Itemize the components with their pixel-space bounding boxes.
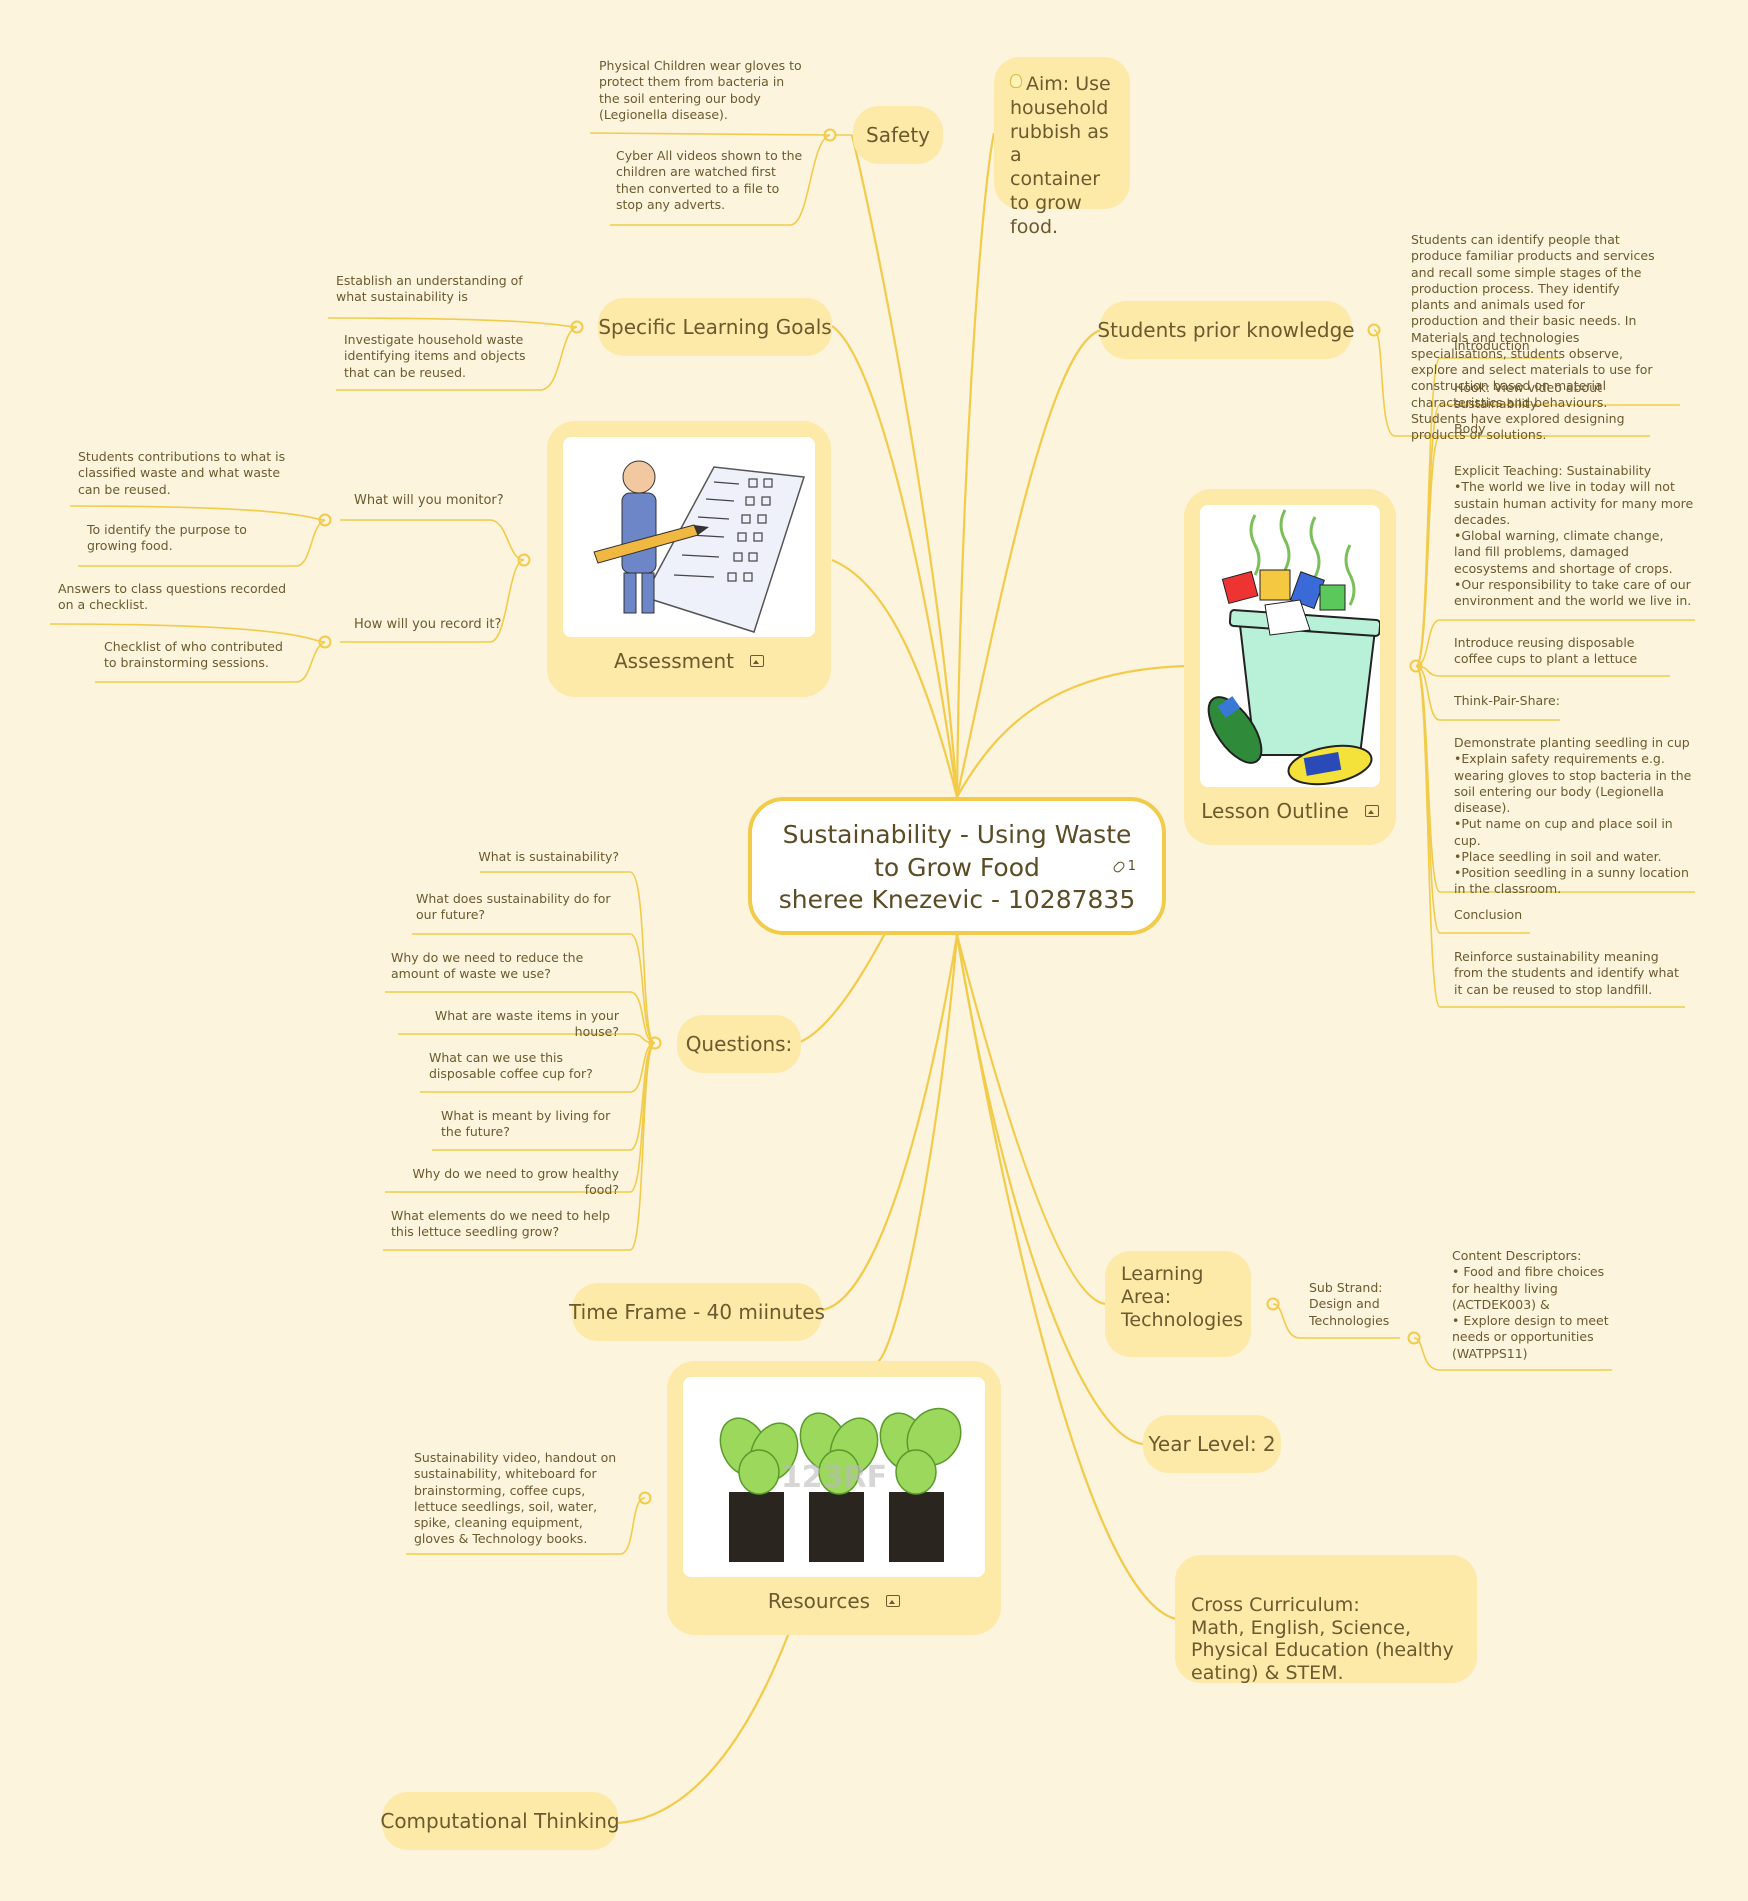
question-leaf-5[interactable]: What can we use this disposable coffee c… xyxy=(429,1050,629,1083)
topic-assessment[interactable]: Assessment xyxy=(547,421,831,697)
image-icon[interactable] xyxy=(886,1595,900,1607)
resources-list-leaf[interactable]: Sustainability video, handout on sustain… xyxy=(414,1450,619,1548)
topic-goals-label: Specific Learning Goals xyxy=(598,315,831,339)
monitor-contributions-leaf[interactable]: Students contributions to what is classi… xyxy=(78,449,298,498)
topic-specific-learning-goals[interactable]: Specific Learning Goals xyxy=(598,298,832,356)
question-leaf-1[interactable]: What is sustainability? xyxy=(420,849,619,865)
topic-cross-curriculum[interactable]: Cross Curriculum: Math, English, Science… xyxy=(1175,1555,1477,1683)
topic-aim[interactable]: Aim: Use household rubbish as a containe… xyxy=(994,57,1130,209)
link-badge[interactable]: 1 xyxy=(1113,859,1136,876)
question-leaf-3[interactable]: Why do we need to reduce the amount of w… xyxy=(391,950,631,983)
lesson-reinforce-leaf[interactable]: Reinforce sustainability meaning from th… xyxy=(1454,949,1682,998)
lesson-body-leaf[interactable]: Body xyxy=(1454,421,1534,437)
topic-safety-label: Safety xyxy=(866,123,930,147)
image-icon[interactable] xyxy=(1365,805,1379,817)
safety-physical-leaf[interactable]: Physical Children wear gloves to protect… xyxy=(599,58,804,123)
topic-prior-label: Students prior knowledge xyxy=(1097,318,1354,342)
resources-image: 123RF xyxy=(683,1377,985,1577)
learning-area-substrand[interactable]: Sub Strand: Design and Technologies xyxy=(1309,1280,1404,1329)
lesson-introduce-cups-leaf[interactable]: Introduce reusing disposable coffee cups… xyxy=(1454,635,1669,668)
link-count: 1 xyxy=(1128,859,1136,876)
lesson-hook-leaf[interactable]: Hook: View video about sustainability xyxy=(1454,380,1684,413)
lesson-outline-image xyxy=(1200,505,1380,787)
monitor-purpose-leaf[interactable]: To identify the purpose to growing food. xyxy=(87,522,297,555)
checklist-illustration xyxy=(563,437,815,637)
topic-computational-thinking[interactable]: Computational Thinking xyxy=(382,1792,618,1850)
content-descriptors-leaf[interactable]: Content Descriptors: • Food and fibre ch… xyxy=(1452,1248,1617,1362)
question-leaf-4[interactable]: What are waste items in your house? xyxy=(390,1008,619,1041)
topic-students-prior-knowledge[interactable]: Students prior knowledge xyxy=(1100,301,1352,359)
safety-cyber-leaf[interactable]: Cyber All videos shown to the children a… xyxy=(616,148,806,213)
topic-computational-label: Computational Thinking xyxy=(380,1809,619,1833)
question-leaf-2[interactable]: What does sustainability do for our futu… xyxy=(416,891,626,924)
rubbish-bin-illustration xyxy=(1200,505,1380,787)
topic-questions[interactable]: Questions: xyxy=(677,1015,801,1073)
lettuce-seedlings-illustration: 123RF xyxy=(683,1377,985,1577)
central-title-line-2: to Grow Food xyxy=(752,852,1162,885)
topic-year-level[interactable]: Year Level: 2 xyxy=(1143,1415,1281,1473)
central-topic[interactable]: Sustainability - Using Waste to Grow Foo… xyxy=(748,797,1166,935)
record-checklist-leaf[interactable]: Checklist of who contributed to brainsto… xyxy=(104,639,299,672)
topic-timeframe-label: Time Frame - 40 miinutes xyxy=(569,1300,825,1324)
goal-understanding-leaf[interactable]: Establish an understanding of what susta… xyxy=(336,273,556,306)
assessment-record-subtopic[interactable]: How will you record it? xyxy=(354,617,514,634)
topic-time-frame[interactable]: Time Frame - 40 miinutes xyxy=(572,1283,822,1341)
question-leaf-8[interactable]: What elements do we need to help this le… xyxy=(391,1208,631,1241)
lesson-conclusion-leaf[interactable]: Conclusion xyxy=(1454,907,1544,923)
topic-assessment-label: Assessment xyxy=(614,649,734,673)
lesson-introduction-leaf[interactable]: Introduction xyxy=(1454,338,1564,354)
goal-investigate-leaf[interactable]: Investigate household waste identifying … xyxy=(344,332,549,381)
watermark-text: 123RF xyxy=(781,1460,887,1495)
lesson-think-pair-share-leaf[interactable]: Think-Pair-Share: xyxy=(1454,693,1574,709)
central-author: sheree Knezevic - 10287835 xyxy=(752,884,1162,917)
topic-learning-area[interactable]: Learning Area: Technologies xyxy=(1105,1251,1251,1357)
assessment-monitor-subtopic[interactable]: What will you monitor? xyxy=(354,493,504,510)
question-leaf-6[interactable]: What is meant by living for the future? xyxy=(441,1108,626,1141)
topic-lesson-outline[interactable]: Lesson Outline xyxy=(1184,489,1396,845)
bulb-icon xyxy=(1010,74,1022,88)
central-title-line-1: Sustainability - Using Waste xyxy=(752,819,1162,852)
lesson-explicit-teaching-leaf[interactable]: Explicit Teaching: Sustainability •The w… xyxy=(1454,463,1694,609)
topic-resources[interactable]: 123RF Resources xyxy=(667,1361,1001,1635)
topic-cross-label: Cross Curriculum: Math, English, Science… xyxy=(1191,1594,1454,1684)
link-icon xyxy=(1112,860,1126,874)
topic-resources-label: Resources xyxy=(768,1589,870,1613)
topic-safety[interactable]: Safety xyxy=(853,106,943,164)
topic-lesson-label: Lesson Outline xyxy=(1201,799,1349,823)
assessment-image xyxy=(563,437,815,637)
image-icon[interactable] xyxy=(750,655,764,667)
question-leaf-7[interactable]: Why do we need to grow healthy food? xyxy=(380,1166,619,1199)
topic-questions-label: Questions: xyxy=(686,1032,793,1056)
topic-learning-area-label: Learning Area: Technologies xyxy=(1121,1263,1243,1331)
topic-year-label: Year Level: 2 xyxy=(1148,1432,1275,1456)
record-answers-leaf[interactable]: Answers to class questions recorded on a… xyxy=(58,581,298,614)
lesson-demonstrate-leaf[interactable]: Demonstrate planting seedling in cup •Ex… xyxy=(1454,735,1694,898)
